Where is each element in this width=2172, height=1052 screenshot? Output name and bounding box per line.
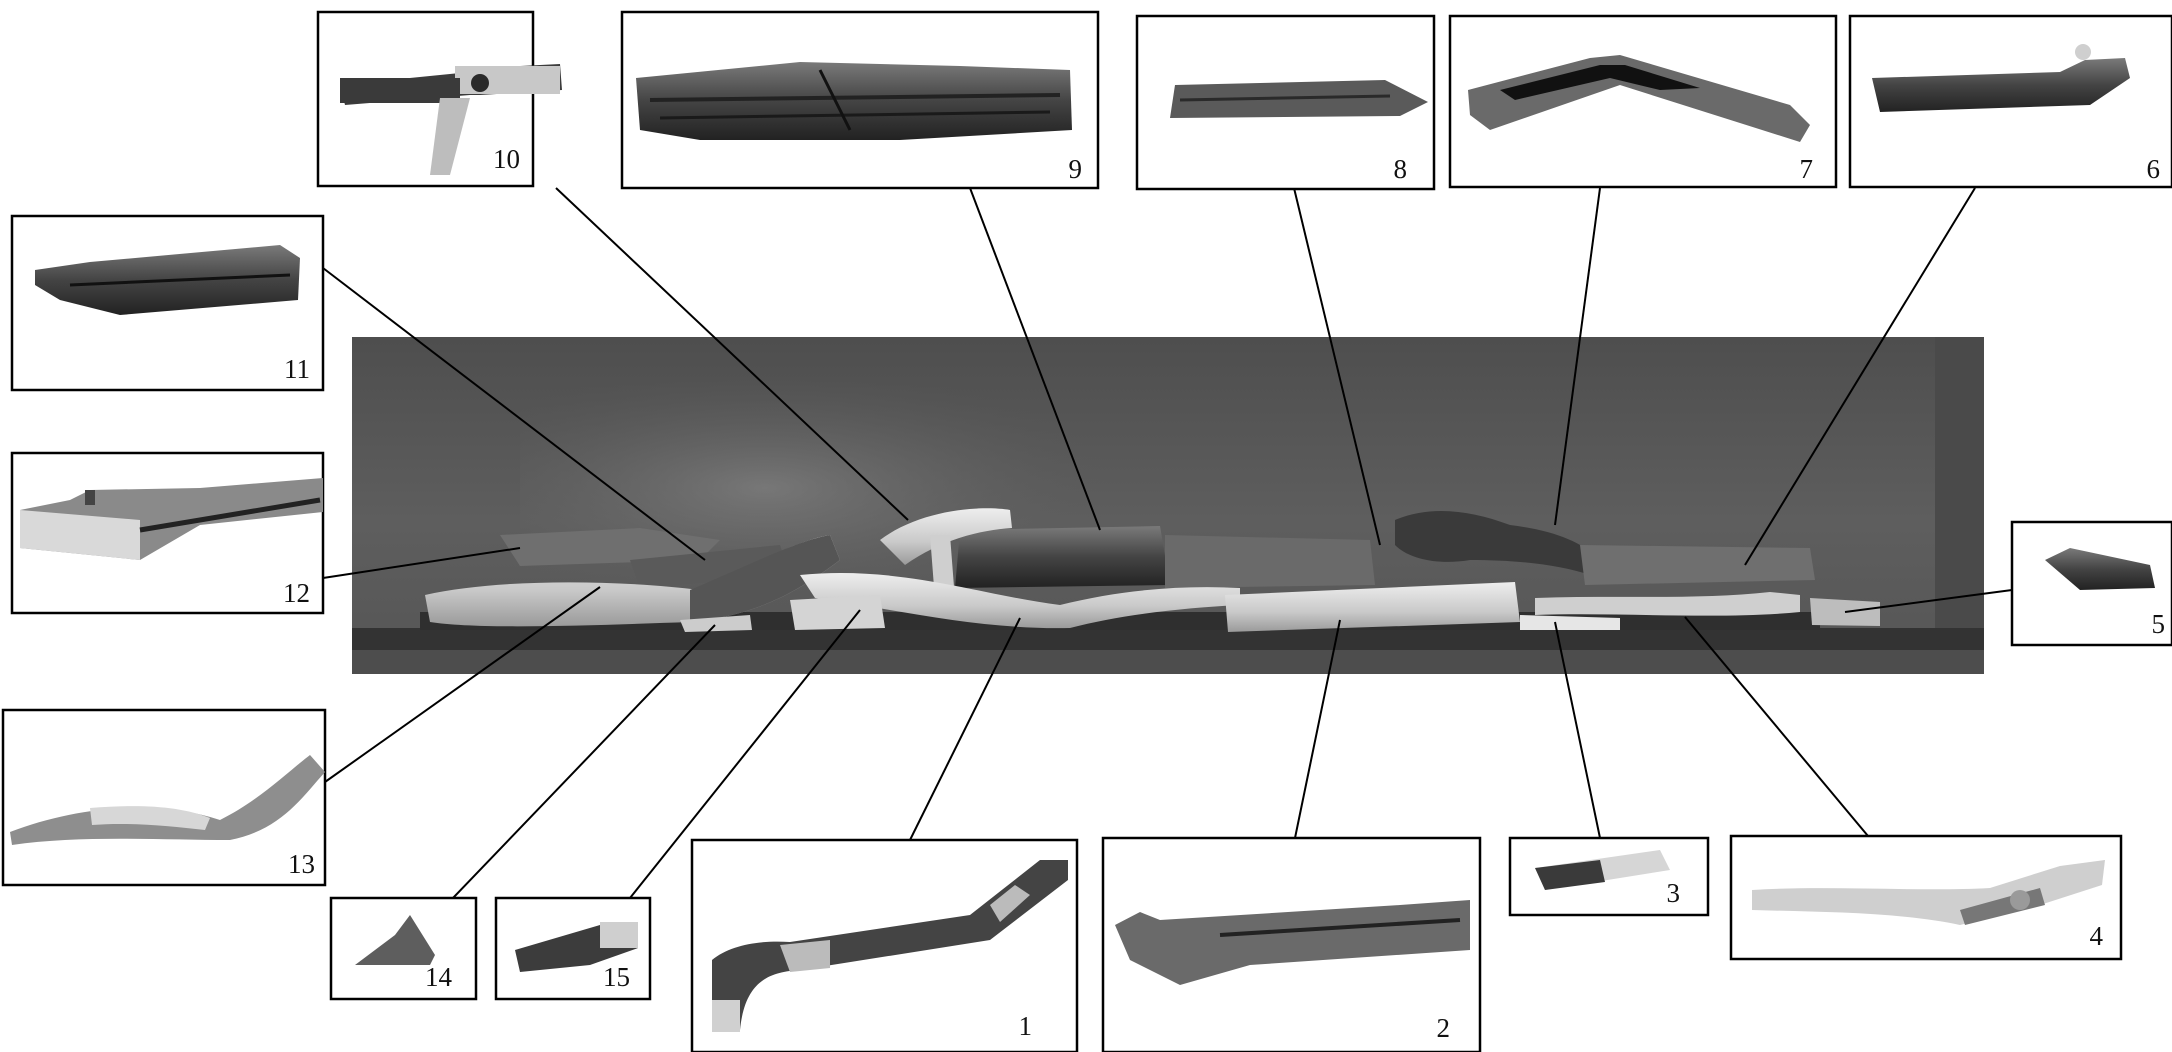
label-11: 11 <box>284 354 310 384</box>
scene-log-8 <box>1165 535 1375 588</box>
label-5: 5 <box>2152 609 2166 639</box>
firebox-floor-rail <box>352 628 1984 650</box>
label-8: 8 <box>1394 154 1408 184</box>
label-6: 6 <box>2147 154 2161 184</box>
label-13: 13 <box>288 849 315 879</box>
fireplace-photo <box>352 337 1984 674</box>
label-15: 15 <box>603 962 630 992</box>
firebox-right-wall <box>1935 337 1984 674</box>
log-image-9 <box>636 62 1072 140</box>
label-14: 14 <box>425 962 453 992</box>
label-9: 9 <box>1069 154 1083 184</box>
label-7: 7 <box>1800 154 1814 184</box>
firebox-floor <box>352 650 1984 674</box>
label-4: 4 <box>2090 921 2104 951</box>
label-10: 10 <box>493 144 520 174</box>
scene-log-9 <box>955 526 1170 588</box>
scene-log-6 <box>1580 545 1815 585</box>
scene-log-15 <box>790 595 885 630</box>
log-image-8 <box>1170 80 1428 118</box>
label-2: 2 <box>1437 1013 1451 1043</box>
label-1: 1 <box>1019 1011 1033 1041</box>
label-3: 3 <box>1667 878 1681 908</box>
label-12: 12 <box>283 578 310 608</box>
